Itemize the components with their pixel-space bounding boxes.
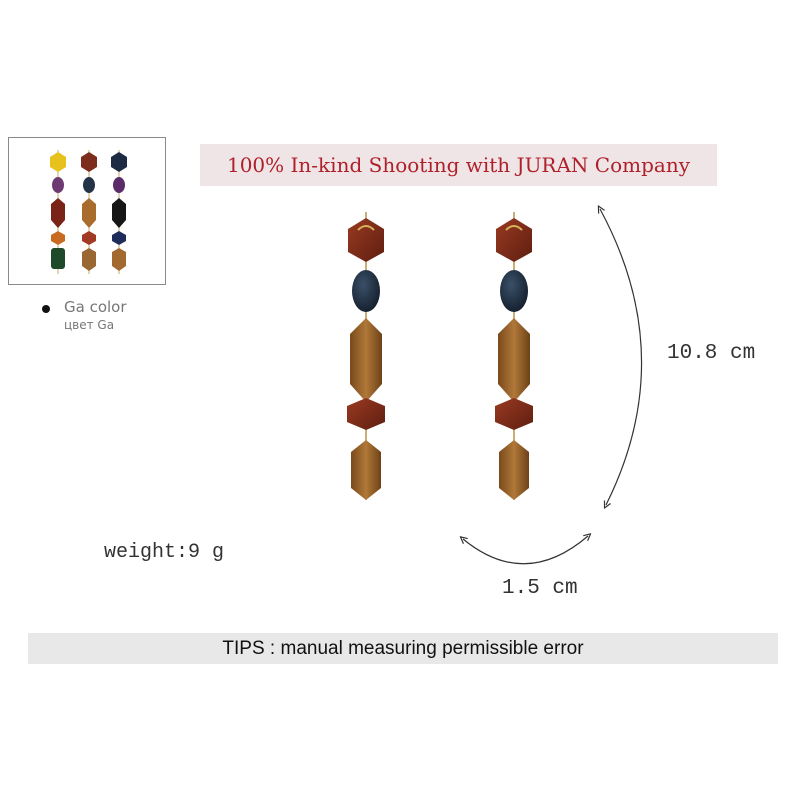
variant-name-ru: цвет Ga: [64, 318, 115, 332]
thumb-earring-ga: [81, 150, 97, 274]
thumb-earring-yellow: [50, 150, 66, 274]
variant-thumbnail[interactable]: [8, 137, 166, 285]
length-arc: [600, 209, 643, 505]
earring-left: [347, 212, 385, 500]
earring-right: [495, 212, 533, 500]
weight-label: weight:9 g: [104, 541, 225, 564]
shooting-banner: 100% In-kind Shooting with JURAN Company: [200, 144, 717, 186]
length-label: 10.8 cm: [667, 342, 756, 365]
thumb-earring-dark: [111, 150, 127, 274]
selected-bullet-icon: [42, 305, 50, 313]
variant-name: Ga color: [64, 298, 127, 316]
width-arc: [463, 536, 588, 565]
width-label: 1.5 cm: [502, 577, 578, 600]
variant-thumbnail-image: [50, 150, 127, 274]
tips-bar: TIPS : manual measuring permissible erro…: [28, 633, 778, 664]
